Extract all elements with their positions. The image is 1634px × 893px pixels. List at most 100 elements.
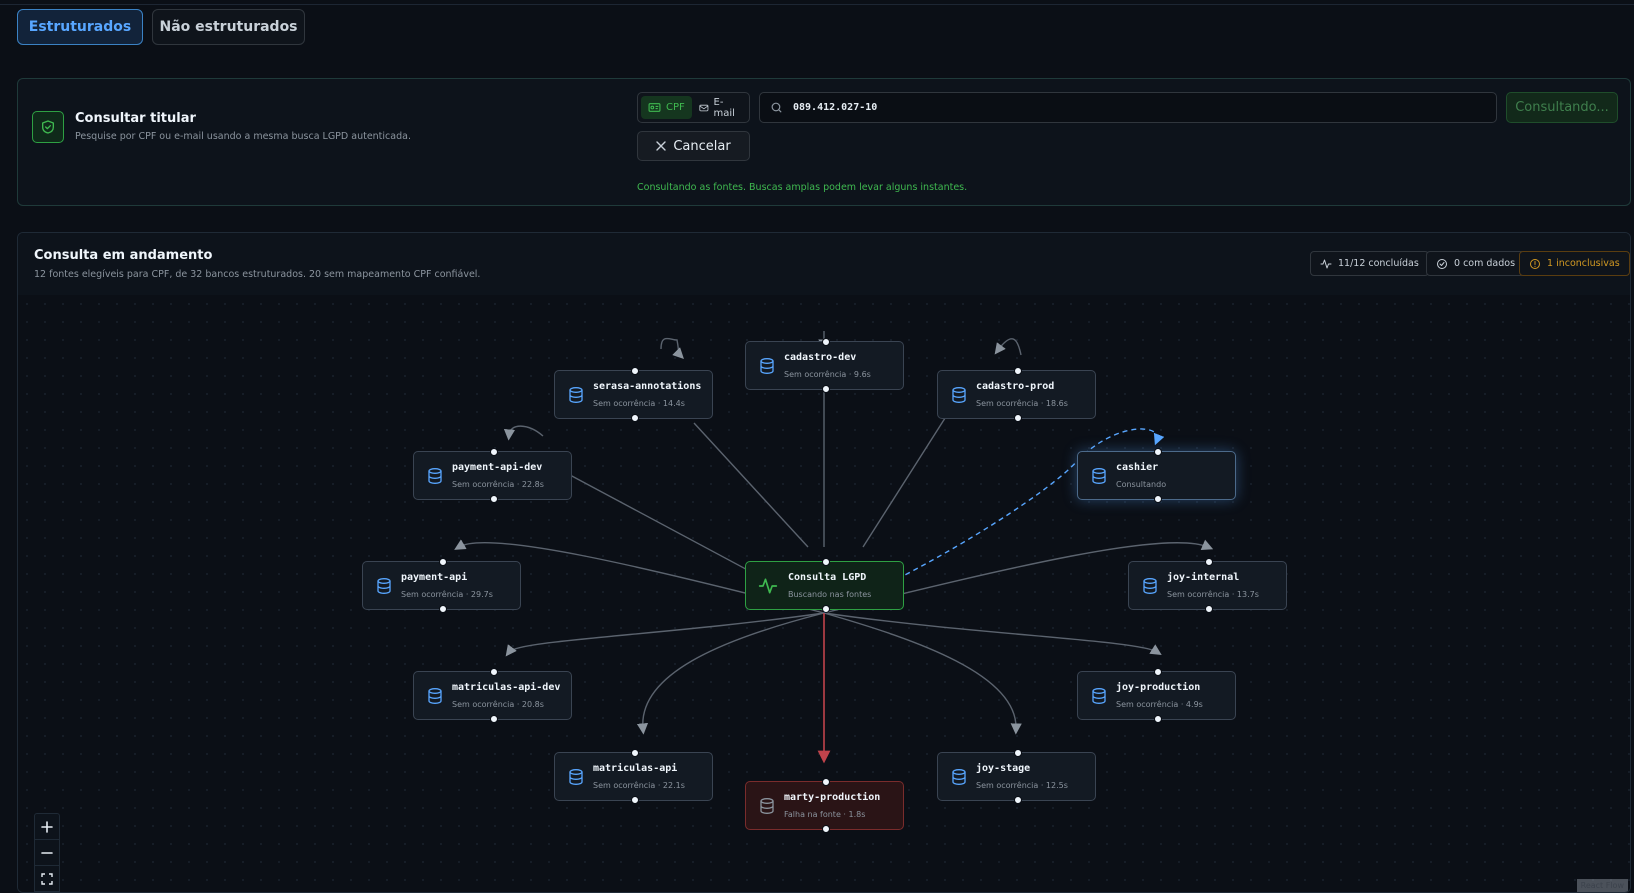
badge-completed: 11/12 concluídas xyxy=(1310,251,1429,276)
search-card-title: Consultar titular xyxy=(75,111,196,126)
node-label: serasa-annotations xyxy=(593,381,702,392)
plus-icon xyxy=(41,820,53,833)
edge-loop-payment-api-dev xyxy=(503,425,544,441)
activity-icon xyxy=(1320,259,1332,268)
database-icon xyxy=(428,468,442,484)
node-cadastro-prod[interactable]: cadastro-prod Sem ocorrência · 18.6s xyxy=(937,367,1096,422)
node-status: Sem ocorrência · 29.7s xyxy=(401,590,493,599)
handle-bottom[interactable] xyxy=(631,414,639,422)
handle-top[interactable] xyxy=(631,367,639,375)
node-payment-api[interactable]: payment-api Sem ocorrência · 29.7s xyxy=(362,558,521,613)
flow-canvas[interactable]: cadastro-dev Sem ocorrência · 9.6s seras… xyxy=(18,295,1630,892)
node-matriculas-api-dev[interactable]: matriculas-api-dev Sem ocorrência · 20.8… xyxy=(413,668,572,723)
handle-bottom[interactable] xyxy=(631,796,639,804)
handle-bottom[interactable] xyxy=(1014,414,1022,422)
handle-bottom[interactable] xyxy=(822,825,830,833)
submit-query-button[interactable]: Consultando... xyxy=(1506,92,1618,123)
handle-top[interactable] xyxy=(822,778,830,786)
database-icon xyxy=(760,358,774,374)
zoom-in-button[interactable] xyxy=(35,814,59,840)
handle-top[interactable] xyxy=(439,558,447,566)
node-label: payment-api-dev xyxy=(452,462,543,473)
node-label: joy-stage xyxy=(976,763,1031,774)
handle-bottom[interactable] xyxy=(490,495,498,503)
node-marty-production[interactable]: marty-production Falha na fonte · 1.8s xyxy=(745,778,904,833)
database-icon xyxy=(377,578,391,594)
handle-top[interactable] xyxy=(490,448,498,456)
handle-top[interactable] xyxy=(631,749,639,757)
mode-email-option[interactable]: E-mail xyxy=(692,96,746,119)
search-input[interactable] xyxy=(791,101,1445,114)
node-status: Sem ocorrência · 4.9s xyxy=(1116,700,1203,709)
tab-nao-estruturados[interactable]: Não estruturados xyxy=(152,9,305,45)
search-mode-toggle: CPF E-mail xyxy=(637,92,750,123)
handle-bottom[interactable] xyxy=(822,385,830,393)
badge-inconclusive-label: 1 inconclusivas xyxy=(1547,258,1620,269)
handle-bottom[interactable] xyxy=(1205,605,1213,613)
fit-view-button[interactable] xyxy=(35,866,59,892)
badge-with-data: 0 com dados xyxy=(1426,251,1526,276)
handle-bottom[interactable] xyxy=(1014,796,1022,804)
node-label: cadastro-prod xyxy=(976,381,1055,392)
search-field xyxy=(759,92,1497,123)
handle-top[interactable] xyxy=(1154,448,1162,456)
database-icon xyxy=(952,769,966,785)
node-status: Sem ocorrência · 13.7s xyxy=(1167,590,1259,599)
search-card: Consultar titular Pesquise por CPF ou e-… xyxy=(17,78,1631,206)
fit-view-icon xyxy=(41,872,53,885)
handle-bottom[interactable] xyxy=(439,605,447,613)
zoom-out-button[interactable] xyxy=(35,840,59,866)
database-icon xyxy=(952,387,966,403)
node-status: Sem ocorrência · 18.6s xyxy=(976,399,1068,408)
node-joy-production[interactable]: joy-production Sem ocorrência · 4.9s xyxy=(1077,668,1236,723)
cancel-button[interactable]: Cancelar xyxy=(637,131,750,161)
edge-loop-serasa xyxy=(660,337,684,359)
search-card-subtitle: Pesquise por CPF ou e-mail usando a mesm… xyxy=(75,131,411,142)
cancel-label: Cancelar xyxy=(673,138,731,154)
database-icon xyxy=(569,387,583,403)
handle-top[interactable] xyxy=(822,558,830,566)
node-label: cashier xyxy=(1116,462,1159,473)
node-label: Consulta LGPD xyxy=(788,572,867,583)
query-flow-panel: Consulta em andamento 12 fontes elegívei… xyxy=(17,232,1631,893)
database-icon xyxy=(1092,688,1106,704)
check-circle-icon xyxy=(1437,258,1447,269)
node-status: Falha na fonte · 1.8s xyxy=(784,810,866,819)
node-joy-stage[interactable]: joy-stage Sem ocorrência · 12.5s xyxy=(937,749,1096,804)
node-status: Buscando nas fontes xyxy=(788,590,872,599)
node-payment-api-dev[interactable]: payment-api-dev Sem ocorrência · 22.8s xyxy=(413,448,572,503)
node-consulta-lgpd[interactable]: Consulta LGPD Buscando nas fontes xyxy=(745,558,904,613)
node-matriculas-api[interactable]: matriculas-api Sem ocorrência · 22.1s xyxy=(554,749,713,804)
handle-top[interactable] xyxy=(822,338,830,346)
node-label: marty-production xyxy=(784,792,881,803)
node-label: joy-production xyxy=(1116,682,1201,693)
handle-bottom[interactable] xyxy=(1154,495,1162,503)
handle-bottom[interactable] xyxy=(822,605,830,613)
handle-top[interactable] xyxy=(1154,668,1162,676)
mode-cpf-option[interactable]: CPF xyxy=(641,96,692,119)
close-icon xyxy=(656,141,667,151)
database-icon xyxy=(1143,578,1157,594)
database-icon xyxy=(569,769,583,785)
react-flow-attribution[interactable]: React Flow xyxy=(1576,879,1628,892)
badge-inconclusive: 1 inconclusivas xyxy=(1519,251,1630,276)
search-icon xyxy=(771,102,782,113)
handle-bottom[interactable] xyxy=(1154,715,1162,723)
node-serasa-annotations[interactable]: serasa-annotations Sem ocorrência · 14.4… xyxy=(554,367,713,422)
handle-bottom[interactable] xyxy=(490,715,498,723)
handle-top[interactable] xyxy=(1014,749,1022,757)
node-joy-internal[interactable]: joy-internal Sem ocorrência · 13.7s xyxy=(1128,558,1287,613)
node-status: Sem ocorrência · 14.4s xyxy=(593,399,685,408)
edge-joy-stage xyxy=(823,612,1022,735)
handle-top[interactable] xyxy=(1205,558,1213,566)
handle-top[interactable] xyxy=(1014,367,1022,375)
mode-cpf-label: CPF xyxy=(666,102,685,113)
activity-icon xyxy=(758,578,778,594)
node-label: payment-api xyxy=(401,572,468,583)
badge-completed-label: 11/12 concluídas xyxy=(1338,258,1419,269)
node-cadastro-dev[interactable]: cadastro-dev Sem ocorrência · 9.6s xyxy=(745,338,904,393)
tab-estruturados[interactable]: Estruturados xyxy=(17,9,143,45)
minus-icon xyxy=(41,851,53,854)
handle-top[interactable] xyxy=(490,668,498,676)
node-cashier[interactable]: cashier Consultando xyxy=(1077,448,1236,503)
